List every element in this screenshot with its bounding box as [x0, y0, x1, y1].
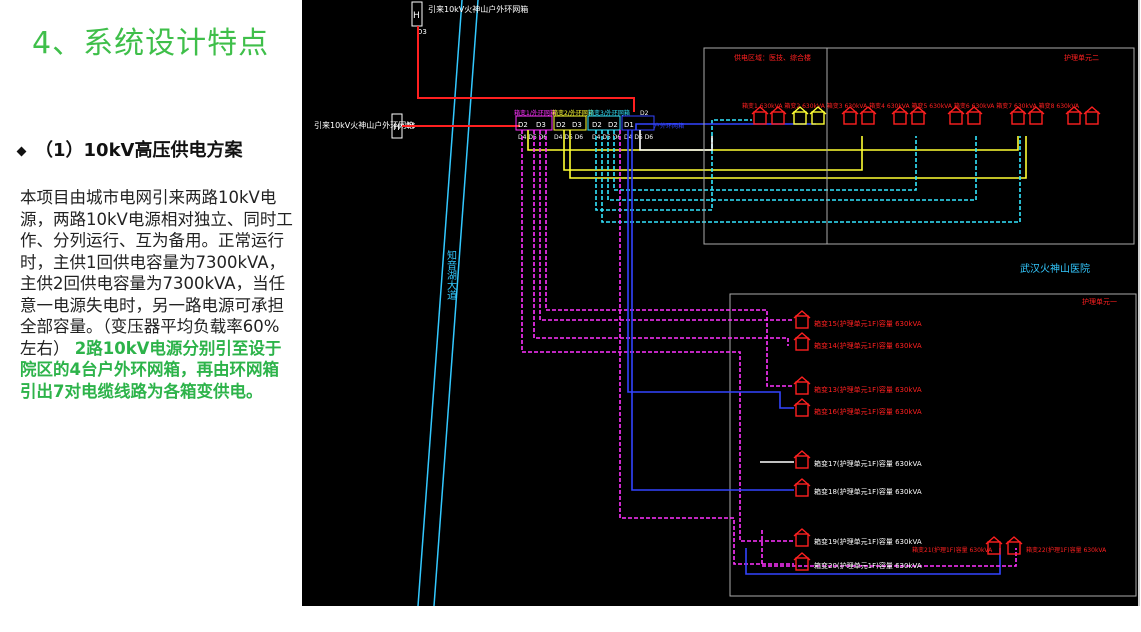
svg-text:户外环网箱: 户外环网箱	[654, 122, 684, 130]
svg-text:D4 D5 D6: D4 D5 D6	[518, 134, 547, 141]
svg-text:D4 D5 D6: D4 D5 D6	[592, 134, 621, 141]
source-left-label: 引来10kV火神山户外环网箱	[314, 120, 414, 130]
svg-text:箱变17(护理单元1F)容量 630kVA: 箱变17(护理单元1F)容量 630kVA	[814, 459, 922, 468]
hospital-label: 武汉火神山医院	[1020, 262, 1090, 275]
svg-text:D1: D1	[624, 121, 634, 129]
svg-text:箱变2/外环网箱: 箱变2/外环网箱	[552, 109, 594, 117]
svg-text:D3: D3	[536, 121, 546, 129]
single-line-diagram: 知音湖大道 H 引来10kV火神山户外环网箱 D3 引来10kV火神山户外环网箱…	[302, 0, 1139, 606]
svg-text:箱变14(护理单元1F)容量 630kVA: 箱变14(护理单元1F)容量 630kVA	[814, 341, 922, 350]
svg-text:D2: D2	[640, 110, 649, 117]
svg-text:D3: D3	[417, 28, 427, 36]
section-heading: （1）10kV高压供电方案	[16, 136, 243, 162]
divider	[1138, 0, 1140, 606]
svg-text:D2: D2	[556, 121, 566, 129]
svg-text:箱变18(护理单元1F)容量 630kVA: 箱变18(护理单元1F)容量 630kVA	[814, 487, 922, 496]
ring-main-units: 箱变1/外环网箱 箱变2/外环网箱 箱变3/外环网箱 D2 户外环网箱 D2 D…	[514, 109, 684, 141]
svg-text:箱变1/外环网箱: 箱变1/外环网箱	[514, 109, 556, 117]
svg-text:箱变22(护理1F)容量 630kVA: 箱变22(护理1F)容量 630kVA	[1026, 546, 1107, 554]
svg-text:箱变21(护理1F)容量 630kVA: 箱变21(护理1F)容量 630kVA	[912, 546, 993, 554]
svg-text:箱变19(护理单元1F)容量 630kVA: 箱变19(护理单元1F)容量 630kVA	[814, 537, 922, 546]
lower-feeders	[521, 130, 1017, 575]
section-heading-text: （1）10kV高压供电方案	[35, 140, 243, 161]
road: 知音湖大道	[417, 0, 479, 606]
svg-text:护理单元二: 护理单元二	[1064, 53, 1099, 62]
body-paragraph: 本项目由城市电网引来两路10kV电源，两路10kV电源相对独立、同时工作、分列运…	[20, 188, 293, 358]
body-highlight: 2路10kV电源分别引至设于院区的4台户外环网箱，再由环网箱引出7对电缆线路为各…	[20, 338, 282, 401]
svg-text:箱变20(护理单元1F)容量 630kVA: 箱变20(护理单元1F)容量 630kVA	[814, 561, 922, 570]
slide-title: 4、系统设计特点	[32, 26, 270, 61]
svg-text:D4 D5 D6: D4 D5 D6	[554, 134, 583, 141]
svg-text:H: H	[393, 123, 400, 133]
source-top: H 引来10kV火神山户外环网箱 D3	[411, 1, 635, 112]
svg-text:箱变15(护理单元1F)容量 630kVA: 箱变15(护理单元1F)容量 630kVA	[814, 319, 922, 328]
svg-text:供电区域：医技、综合楼: 供电区域：医技、综合楼	[734, 53, 811, 62]
svg-text:箱变3/外环网箱: 箱变3/外环网箱	[588, 109, 630, 117]
svg-text:箱变13(护理单元1F)容量 630kVA: 箱变13(护理单元1F)容量 630kVA	[814, 385, 922, 394]
svg-text:D4 D5 D6: D4 D5 D6	[624, 134, 653, 141]
svg-text:D2: D2	[608, 121, 618, 129]
svg-text:H: H	[413, 11, 420, 21]
svg-text:D2: D2	[518, 121, 528, 129]
body-text: 本项目由城市电网引来两路10kV电源，两路10kV电源相对独立、同时工作、分列运…	[20, 187, 295, 402]
bullet-icon	[16, 146, 27, 156]
lower-transformers: 箱变15(护理单元1F)容量 630kVA 箱变14(护理单元1F)容量 630…	[793, 310, 1107, 571]
lower-area: 护理单元一	[729, 293, 1137, 597]
source-left: 引来10kV火神山户外环网箱 H D5	[314, 113, 520, 139]
upper-transformers	[751, 106, 1101, 125]
source-top-label: 引来10kV火神山户外环网箱	[428, 4, 528, 14]
svg-text:D2: D2	[592, 121, 602, 129]
svg-text:D3: D3	[572, 121, 582, 129]
road-label: 知音湖大道	[445, 249, 457, 300]
svg-text:护理单元一: 护理单元一	[1082, 297, 1117, 306]
svg-text:箱变16(护理单元1F)容量 630kVA: 箱变16(护理单元1F)容量 630kVA	[814, 407, 922, 416]
svg-text:箱变1 630kVA 箱变2 630kVA 箱变3 63: 箱变1 630kVA 箱变2 630kVA 箱变3 630kVA 箱变4 630…	[742, 102, 1080, 110]
upper-area: 供电区域：医技、综合楼 护理单元二 箱变1 630kVA 箱变2 630kVA …	[703, 47, 1135, 245]
